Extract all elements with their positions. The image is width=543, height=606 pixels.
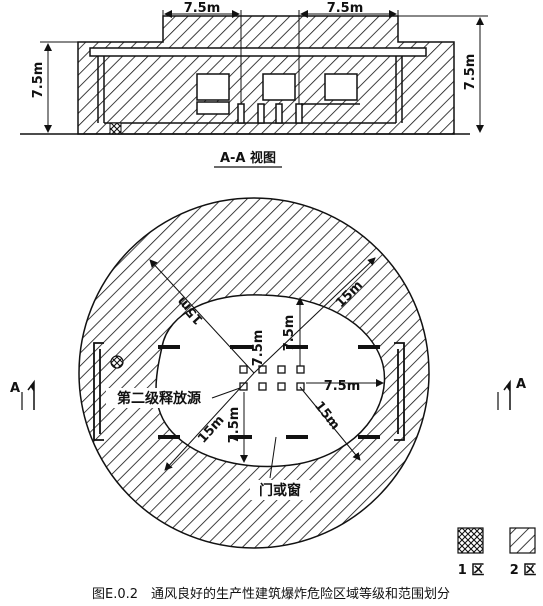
dim-7-5m-right: 7.5m <box>324 379 361 394</box>
dim-7-5m-inner: 7.5m <box>251 330 266 367</box>
dim-7-5m-up: 7.5m <box>282 315 297 352</box>
plan-inner-region <box>155 294 386 468</box>
plan-wall-segments <box>158 345 380 439</box>
section-building <box>89 47 427 124</box>
section-title: A-A 视图 <box>220 150 276 166</box>
dim-left-height: 7.5m <box>31 62 46 99</box>
plan-zone1-source <box>110 355 124 369</box>
source-label: 第二级释放源 <box>117 390 201 407</box>
legend: 1 区 2 区 <box>457 527 537 578</box>
plan-building-walls <box>93 342 405 441</box>
dim-right-height: 7.5m <box>463 54 478 91</box>
section-marker-left: A <box>10 379 35 410</box>
legend-zone2-label: 2 区 <box>510 563 537 578</box>
dim-top-left: 7.5m <box>184 1 221 16</box>
release-sources <box>239 365 305 391</box>
dim-top-right: 7.5m <box>327 1 364 16</box>
section-zone1-source <box>109 122 122 135</box>
dim-7-5m-down: 7.5m <box>227 407 242 444</box>
marker-left-letter: A <box>10 381 20 396</box>
plan-view: 15m 15m 15m 15m 7.5m 7.5m 7.5m 7.5m 第二级释… <box>10 197 526 549</box>
section-marker-right: A <box>497 377 526 410</box>
legend-zone2-swatch <box>509 527 536 554</box>
figure-caption: 图E.0.2 通风良好的生产性建筑爆炸危险区域等级和范围划分 <box>92 586 450 602</box>
door-window-label: 门或窗 <box>259 482 301 499</box>
marker-right-letter: A <box>516 377 526 392</box>
section-view: 7.5m 7.5m 7.5m 7.5m A-A 视图 <box>20 1 488 168</box>
legend-zone1-swatch <box>457 527 484 554</box>
legend-zone1-label: 1 区 <box>458 563 485 578</box>
